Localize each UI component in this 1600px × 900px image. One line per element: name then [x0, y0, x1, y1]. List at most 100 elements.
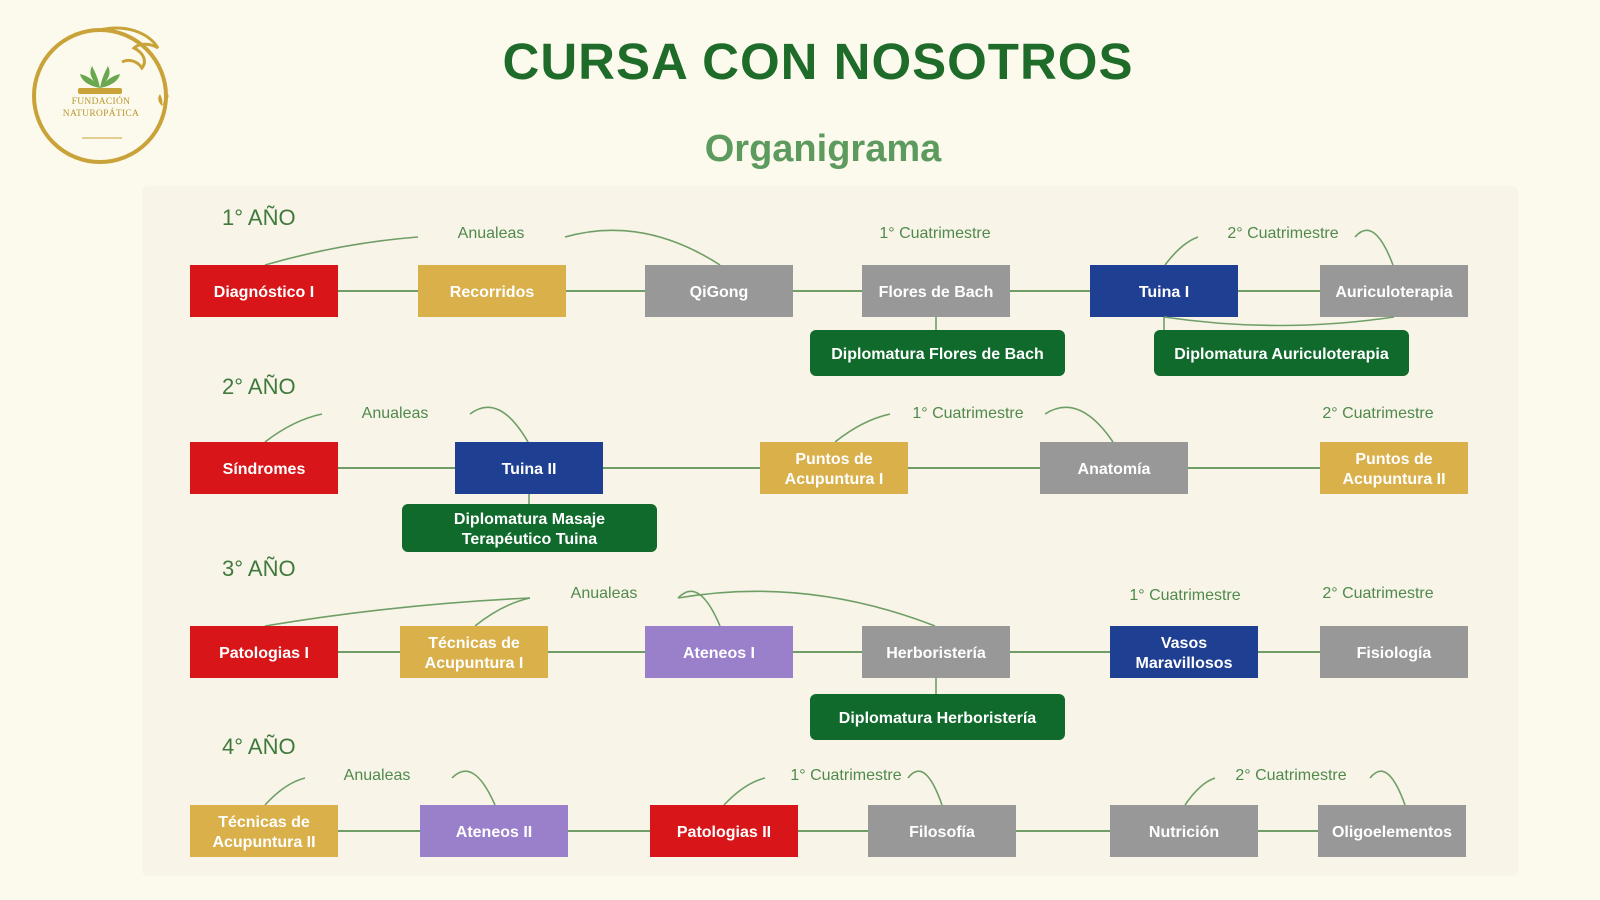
diploma-box [810, 330, 1065, 376]
bracket-arc [264, 597, 531, 627]
year-label: 3° AÑO [222, 556, 296, 581]
course-tuina-ii: Tuina II [455, 442, 603, 494]
group-header-anualeas: Anualeas [458, 225, 525, 242]
small-lotus-icon [158, 94, 169, 106]
group-header-1-cuatrimestre: 1° Cuatrimestre [790, 767, 901, 784]
course-label: Ateneos II [456, 824, 532, 841]
diploma-box [810, 694, 1065, 740]
course-box [1110, 626, 1258, 678]
course-label: Oligoelementos [1332, 824, 1452, 841]
course-box [1090, 265, 1238, 317]
course-box [420, 805, 568, 857]
course-tuina-i: Tuina I [1090, 265, 1238, 317]
course-label: Herboristería [886, 645, 986, 662]
bracket-arc [1044, 406, 1114, 443]
diploma-diplomatura-flores-de-bach: Diplomatura Flores de Bach [810, 317, 1065, 376]
dragon-icon [99, 26, 160, 71]
course-box [1320, 265, 1468, 317]
course-ateneos-ii: Ateneos II [420, 805, 568, 857]
course-box [862, 626, 1010, 678]
diploma-box [402, 504, 657, 552]
bracket-arc [564, 229, 721, 266]
bracket-arc [469, 406, 529, 443]
book-icon [78, 88, 122, 94]
bracket-arc [834, 413, 891, 443]
group-header-2-cuatrimestre: 2° Cuatrimestre [1322, 405, 1433, 422]
diploma-label: Diplomatura Herboristería [839, 710, 1036, 727]
bracket-arc [1369, 770, 1406, 806]
year-label: 4° AÑO [222, 734, 296, 759]
course-label: Fisiología [1357, 645, 1432, 662]
course-box [1110, 805, 1258, 857]
page-title: CURSA CON NOSOTROS [502, 33, 1134, 90]
course-label: Filosofía [909, 824, 975, 841]
page-subtitle: Organigrama [704, 128, 942, 170]
year-row-3: 3° AÑO Anualeas 1° Cuatrimestre 2° Cuatrime… [190, 556, 1468, 740]
course-box [190, 265, 338, 317]
bracket-arc [1354, 229, 1394, 266]
course-label: Flores de Bach [879, 284, 994, 301]
course-label: Ateneos I [683, 645, 755, 662]
course-label: Diagnóstico I [214, 284, 314, 301]
bracket-arc [907, 770, 943, 806]
bracket-arc [1164, 236, 1199, 266]
group-header-anualeas: Anualeas [362, 405, 429, 422]
course-box [190, 442, 338, 494]
course-flores-de-bach: Flores de Bach [862, 265, 1010, 317]
course-box [190, 805, 338, 857]
year-label: 1° AÑO [222, 205, 296, 230]
bracket-arc [1184, 777, 1216, 806]
bracket-arc [451, 770, 496, 806]
group-header-2-cuatrimestre: 2° Cuatrimestre [1235, 767, 1346, 784]
course-label: Nutrición [1149, 824, 1219, 841]
bracket-arc [474, 597, 531, 627]
group-header-anualeas: Anualeas [571, 585, 638, 602]
bracket-arc [723, 777, 766, 806]
course-herboristeria: Herboristería [862, 626, 1010, 678]
course-label: Anatomía [1078, 461, 1151, 478]
group-header-1-cuatrimestre: 1° Cuatrimestre [879, 225, 990, 242]
group-header-1-cuatrimestre: 1° Cuatrimestre [1129, 587, 1240, 604]
lotus-icon [80, 66, 120, 88]
group-header-1-cuatrimestre: 1° Cuatrimestre [912, 405, 1023, 422]
course-patologias-i: Patologias I [190, 626, 338, 678]
diploma-diplomatura-auriculoterapia: Diplomatura Auriculoterapia [1154, 316, 1409, 376]
course-recorridos: Recorridos [418, 265, 566, 317]
course-box [645, 265, 793, 317]
course-oligoelementos: Oligoelementos [1318, 805, 1466, 857]
course-ateneos-i: Ateneos I [645, 626, 793, 678]
course-label: Patologias II [677, 824, 771, 841]
course-label: Tuina II [502, 461, 557, 478]
diploma-diplomatura-herboristeria: Diplomatura Herboristería [810, 678, 1065, 740]
year-label: 2° AÑO [222, 374, 296, 399]
group-header-2-cuatrimestre: 2° Cuatrimestre [1322, 585, 1433, 602]
year-row-2: 2° AÑO Anualeas 1° Cuatrimestre 2° Cuatrime… [190, 374, 1468, 552]
course-nutricion: Nutrición [1110, 805, 1258, 857]
course-box [760, 442, 908, 494]
course-box [190, 626, 338, 678]
course-box [1320, 626, 1468, 678]
course-label: Tuina I [1139, 284, 1189, 301]
course-box [1320, 442, 1468, 494]
course-label: Síndromes [223, 461, 306, 478]
bracket-arc [264, 777, 306, 806]
course-auriculoterapia: Auriculoterapia [1320, 265, 1468, 317]
course-qigong: QiGong [645, 265, 793, 317]
diploma-label: Diplomatura Auriculoterapia [1174, 346, 1389, 363]
logo-text-line2: NATUROPÁTICA [62, 109, 140, 119]
bracket-arc [677, 590, 936, 627]
bracket-arc [264, 413, 323, 443]
